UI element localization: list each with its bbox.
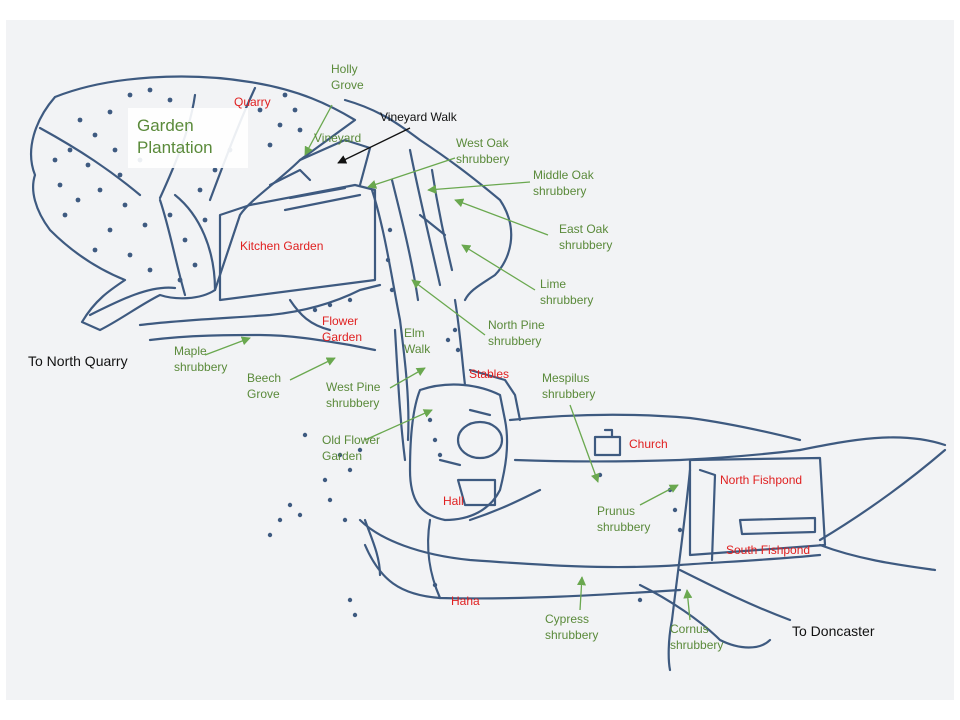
label-to-doncaster: To Doncaster: [792, 623, 875, 639]
label-flower-garden: Flower Garden: [322, 314, 363, 344]
label-holly-grove: Holly Grove: [331, 62, 364, 92]
label-old-flower-garden: Old Flower Garden: [322, 433, 381, 463]
label-cypress: Cypress shrubbery: [545, 612, 599, 642]
label-haha: Haha: [451, 594, 480, 608]
label-elm-walk: Elm Walk: [404, 326, 431, 356]
label-church: Church: [629, 437, 668, 451]
label-kitchen-garden: Kitchen Garden: [240, 239, 324, 253]
label-vineyard: Vineyard: [314, 131, 362, 145]
label-arrows: [204, 104, 693, 621]
label-west-oak: West Oak shrubbery: [456, 136, 510, 166]
label-to-north-quarry: To North Quarry: [28, 353, 128, 369]
label-north-fishpond: North Fishpond: [720, 473, 803, 487]
label-mespilus: Mespilus shrubbery: [542, 371, 596, 401]
label-prunus: Prunus shrubbery: [597, 504, 651, 534]
garden-plantation-box: [128, 108, 248, 168]
label-beech-grove: Beech Grove: [247, 371, 282, 401]
label-stables: Stables: [469, 367, 510, 381]
label-cornus: Cornus shrubbery: [670, 622, 724, 652]
label-vineyard-walk: Vineyard Walk: [380, 110, 457, 124]
label-middle-oak: Middle Oak shrubbery: [533, 168, 594, 198]
label-south-fishpond: South Fishpond: [726, 543, 811, 557]
label-garden-plantation: Garden Plantation: [137, 116, 213, 157]
label-hall: Hall: [443, 494, 464, 508]
label-quarry: Quarry: [234, 95, 271, 109]
label-east-oak: East Oak shrubbery: [559, 222, 613, 252]
vineyard-walk-arrow: [337, 127, 411, 164]
label-lime: Lime shrubbery: [540, 277, 594, 307]
tree-stipple: [52, 87, 683, 618]
label-maple: Maple shrubbery: [174, 344, 228, 374]
label-west-pine: West Pine shrubbery: [326, 380, 381, 410]
label-north-pine: North Pine shrubbery: [488, 318, 545, 348]
map-linework: [30, 75, 947, 672]
